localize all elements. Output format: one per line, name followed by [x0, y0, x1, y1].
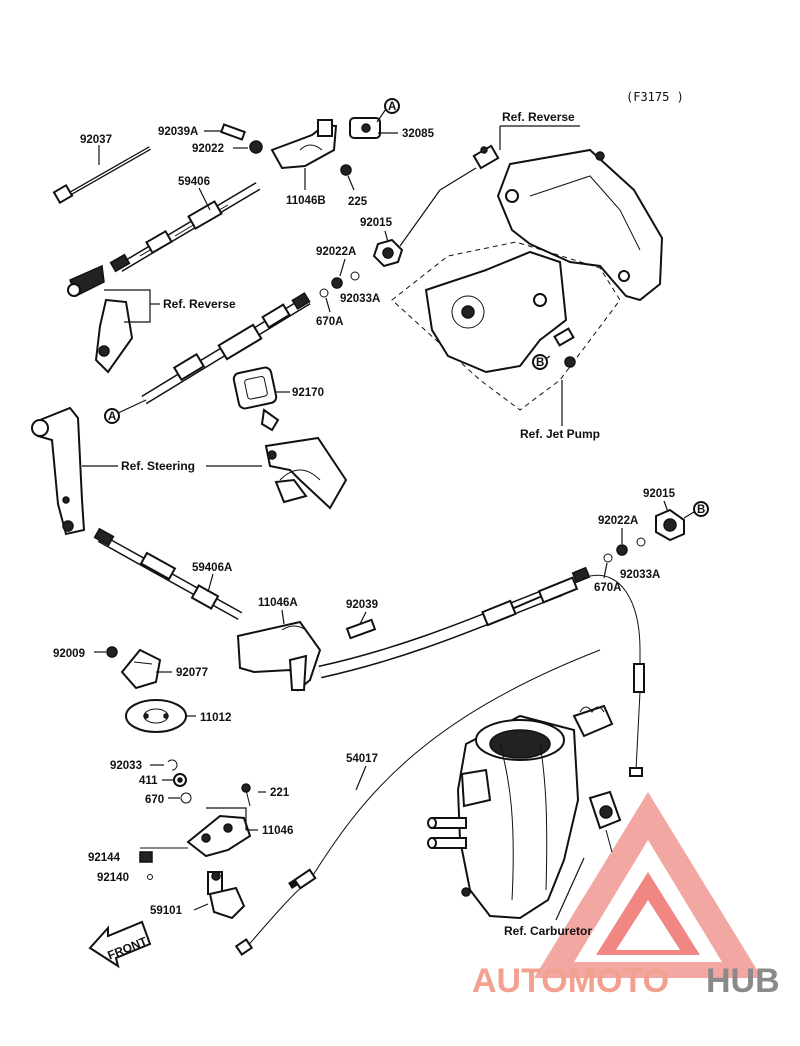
pin-92039A-drawing	[220, 123, 246, 141]
label-11046B: 11046B	[286, 195, 326, 207]
nut-92015-top-drawing	[372, 238, 404, 268]
label-92022A-right: 92022A	[598, 515, 638, 527]
steering-bracket-drawing	[264, 436, 348, 510]
nut-92015-right-drawing	[655, 508, 685, 542]
ref-carburetor: Ref. Carburetor	[504, 924, 592, 938]
label-11046: 11046	[262, 825, 293, 837]
marker-a-left: A	[108, 411, 116, 423]
jet-pump-dashed-outline	[391, 241, 621, 411]
label-92037: 92037	[80, 134, 112, 146]
label-54017: 54017	[346, 753, 378, 765]
washers-right-drawing	[603, 537, 646, 563]
cable-upper-middle-drawing	[141, 292, 311, 405]
label-670: 670	[145, 794, 164, 806]
marker-b-top: B	[536, 357, 544, 369]
label-411: 411	[139, 775, 158, 787]
bracket-11046A-drawing	[236, 620, 322, 692]
spring-92144-drawing	[139, 851, 153, 863]
cable-59406-drawing	[109, 182, 261, 273]
washer-670-drawing	[180, 792, 192, 804]
clamp-32085-drawing	[349, 117, 381, 139]
ref-steering: Ref. Steering	[121, 459, 195, 473]
ref-reverse-left: Ref. Reverse	[163, 297, 236, 311]
jet-pump-body-drawing	[424, 250, 568, 374]
boot-92170-drawing	[232, 366, 280, 432]
throttle-cable-54017-drawing	[234, 649, 601, 956]
label-92022: 92022	[192, 143, 224, 155]
label-670A-right: 670A	[594, 582, 622, 594]
washer-411-drawing	[173, 773, 187, 787]
bracket-11046B-drawing	[270, 119, 338, 170]
ref-jet-pump: Ref. Jet Pump	[520, 427, 600, 441]
bolt-225-drawing	[340, 164, 352, 176]
ref-reverse-top: Ref. Reverse	[502, 110, 575, 124]
watermark-text-primary: AUTOMOTO	[472, 962, 669, 1000]
label-11046A: 11046A	[258, 597, 298, 609]
clip-92033-drawing	[167, 759, 178, 771]
label-92009: 92009	[53, 648, 85, 660]
label-225: 225	[348, 196, 368, 208]
label-92077: 92077	[176, 667, 208, 679]
marker-a-top-circle	[384, 98, 400, 114]
label-92022A-top: 92022A	[316, 246, 356, 258]
washers-top-drawing	[319, 271, 360, 298]
label-92140: 92140	[97, 872, 129, 884]
label-92039A: 92039A	[158, 126, 198, 138]
label-92170: 92170	[292, 387, 324, 399]
jet-pump-pin	[553, 327, 576, 368]
label-92033A-right: 92033A	[620, 569, 660, 581]
label-92033: 92033	[110, 760, 142, 772]
label-59406A: 59406A	[192, 562, 232, 574]
screw-92009-drawing	[106, 646, 118, 658]
label-92144: 92144	[88, 852, 121, 864]
label-11012: 11012	[200, 712, 231, 724]
cable-end-fitting	[633, 663, 645, 693]
plate-11012-drawing	[125, 699, 187, 733]
marker-a-top: A	[388, 101, 396, 113]
screw-221-drawing	[241, 783, 251, 807]
label-59101: 59101	[150, 905, 183, 917]
label-92015-right: 92015	[643, 488, 676, 500]
reverse-bucket-drawing	[496, 148, 664, 302]
throttle-cable-upper-drawing	[318, 566, 591, 679]
label-59406: 59406	[178, 176, 210, 188]
watermark-text-secondary: HUB	[706, 962, 780, 1000]
label-92039: 92039	[346, 599, 378, 611]
nut-92022-drawing	[249, 140, 263, 154]
reverse-pivot-bolt	[472, 144, 500, 170]
screw-92037-drawing	[52, 146, 151, 205]
cable-59406A-drawing	[93, 527, 243, 620]
label-32085: 32085	[402, 128, 435, 140]
marker-b-top-circle	[532, 354, 548, 370]
label-670A-top: 670A	[316, 316, 344, 328]
ball-92140-drawing	[147, 874, 153, 880]
marker-b-right: B	[697, 504, 705, 516]
marker-a-left-circle	[104, 408, 120, 424]
marker-b-right-circle	[693, 501, 709, 517]
inner-cable-right	[589, 574, 641, 690]
label-92015-top: 92015	[360, 217, 393, 229]
lever-59101-drawing	[207, 871, 246, 920]
label-221: 221	[270, 787, 290, 799]
bracket-11046-drawing	[186, 814, 252, 858]
carburetor-drawing	[427, 704, 622, 920]
front-arrow-icon: FRONT	[88, 920, 152, 969]
pin-92039-drawing	[345, 618, 377, 640]
knob-92077-drawing	[120, 648, 162, 690]
reverse-linkage-left-drawing	[67, 264, 134, 374]
watermark-logo-triangle	[534, 792, 762, 978]
label-92033A-top: 92033A	[340, 293, 380, 305]
diagram-code: (F3175 )	[626, 90, 684, 104]
steering-lever-drawing	[31, 406, 86, 536]
watermark-text: AUTOMOTO HUB	[472, 962, 780, 1000]
